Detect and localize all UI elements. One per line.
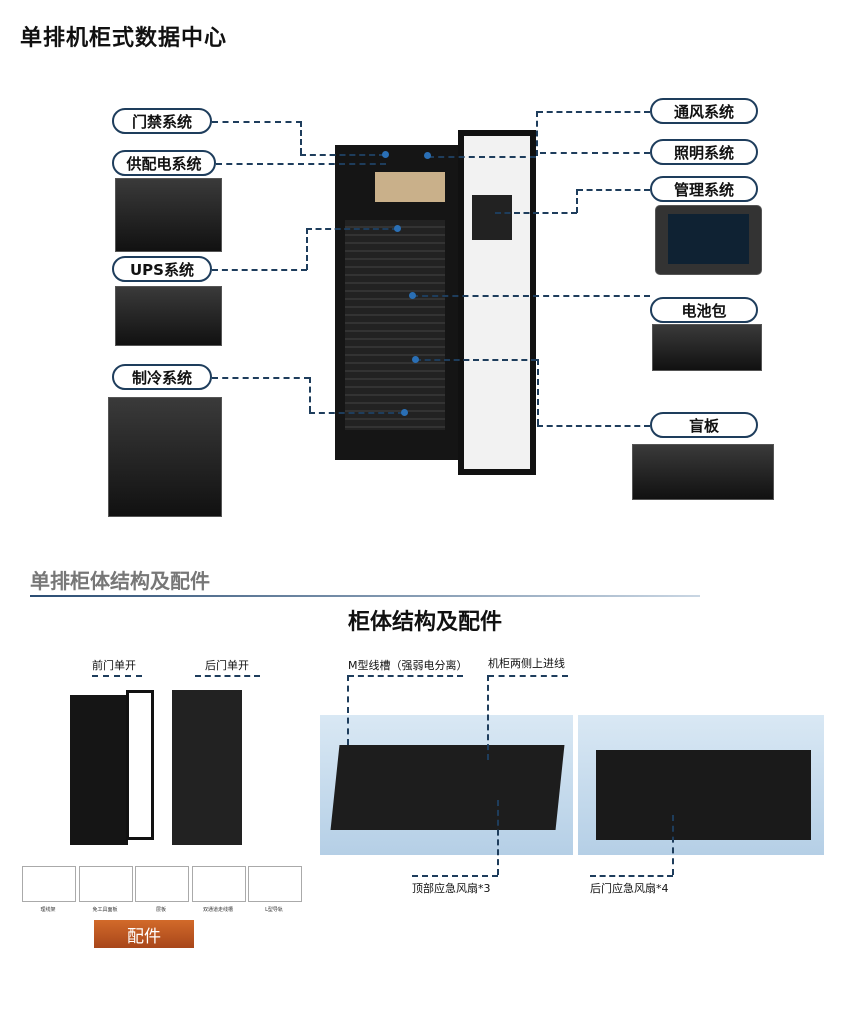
label-power-distribution: 供配电系统 <box>112 150 216 176</box>
leader-line <box>412 875 498 877</box>
front-cabinet-image <box>70 695 128 845</box>
pointer-dot <box>394 225 401 232</box>
leader-line <box>348 675 463 677</box>
label-lighting: 照明系统 <box>650 139 758 165</box>
leader-line <box>309 412 404 414</box>
label-management: 管理系统 <box>650 176 758 202</box>
label-rear-fan: 后门应急风扇*4 <box>590 882 669 895</box>
blanking-panel-image <box>632 444 774 500</box>
power-distribution-image <box>115 178 222 252</box>
leader-line <box>212 269 307 271</box>
label-blanking-panel: 盲板 <box>650 412 758 438</box>
leader-line <box>212 377 310 379</box>
ups-image <box>115 286 222 346</box>
leader-line <box>497 800 499 875</box>
label-front-door: 前门单开 <box>92 659 136 672</box>
accessory-label: 双通道走线槽 <box>202 907 233 913</box>
page-title: 单排机柜式数据中心 <box>20 26 228 51</box>
leader-line <box>590 875 673 877</box>
label-battery: 电池包 <box>650 297 758 323</box>
leader-line <box>347 675 349 745</box>
leader-line <box>212 121 302 123</box>
accessory-cable-trough-image <box>192 866 246 902</box>
leader-line <box>428 156 536 158</box>
management-screen-on-door <box>472 195 512 240</box>
label-ups: UPS系统 <box>112 256 212 282</box>
pointer-dot <box>401 409 408 416</box>
leader-line <box>487 675 489 760</box>
accessory-shelf-image <box>135 866 189 902</box>
label-top-fan: 顶部应急风扇*3 <box>412 882 491 895</box>
management-screen-image <box>655 205 762 275</box>
leader-line <box>540 152 650 154</box>
cooling-unit-image <box>108 397 222 517</box>
pointer-dot <box>382 151 389 158</box>
rear-cabinet-image <box>172 690 242 845</box>
leader-line <box>537 425 650 427</box>
leader-line <box>536 111 538 156</box>
leader-line <box>300 154 385 156</box>
leader-line <box>488 675 568 677</box>
top-view-image <box>320 715 573 855</box>
accessory-label: L型导轨 <box>265 907 283 913</box>
rear-view-image <box>578 715 824 855</box>
leader-line <box>216 163 386 165</box>
accessory-label: 理线架 <box>40 907 56 913</box>
section-heading: 单排柜体结构及配件 <box>30 569 210 593</box>
leader-line <box>195 675 260 677</box>
leader-line <box>537 359 539 425</box>
leader-line <box>300 121 302 154</box>
label-cooling: 制冷系统 <box>112 364 212 390</box>
leader-line <box>306 228 398 230</box>
label-rear-door: 后门单开 <box>205 659 249 672</box>
leader-line <box>576 189 578 213</box>
leader-line <box>577 189 650 191</box>
cabinet-open-door <box>458 130 536 475</box>
label-side-entry: 机柜两侧上进线 <box>488 657 565 670</box>
leader-line <box>672 815 674 875</box>
power-panel <box>375 172 445 202</box>
accessory-label: 层板 <box>155 907 166 913</box>
accessory-l-rail-image <box>248 866 302 902</box>
leader-line <box>92 675 142 677</box>
leader-line <box>415 359 537 361</box>
cabinet-rack-units <box>345 220 445 430</box>
leader-line <box>309 377 311 412</box>
accessory-tool-free-panel-image <box>79 866 133 902</box>
pointer-dot <box>412 356 419 363</box>
pointer-dot <box>424 152 431 159</box>
accessories-button[interactable]: 配件 <box>94 920 194 948</box>
label-ventilation: 通风系统 <box>650 98 758 124</box>
subheading: 柜体结构及配件 <box>347 610 502 635</box>
section-divider <box>30 595 700 597</box>
pointer-dot <box>409 292 416 299</box>
label-access-control: 门禁系统 <box>112 108 212 134</box>
leader-line <box>537 111 650 113</box>
label-m-trough: M型线槽（强弱电分离） <box>348 659 468 672</box>
accessory-cable-manager-image <box>22 866 76 902</box>
front-door-image <box>126 690 154 840</box>
battery-pack-image <box>652 324 762 371</box>
leader-line <box>412 295 650 297</box>
accessory-label: 免工具面板 <box>92 907 118 913</box>
leader-line <box>495 212 577 214</box>
leader-line <box>306 228 308 270</box>
